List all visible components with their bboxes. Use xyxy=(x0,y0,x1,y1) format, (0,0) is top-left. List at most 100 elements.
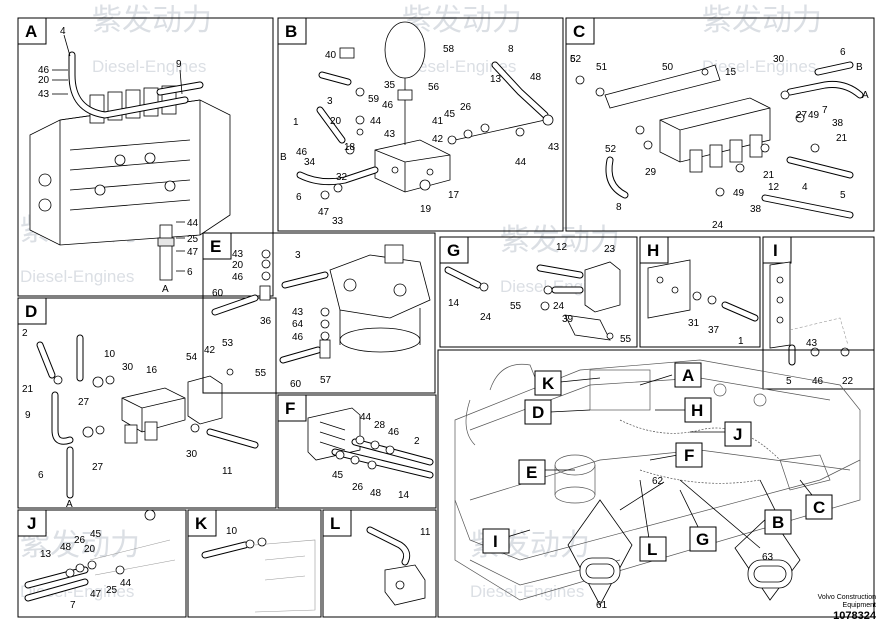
callout: 2 xyxy=(22,328,28,339)
callout: 30 xyxy=(122,362,134,373)
watermark-en: Diesel-Engines xyxy=(20,267,134,286)
panel-l: L 11 xyxy=(322,509,437,618)
callout: 46 xyxy=(382,100,394,111)
callout: 17 xyxy=(448,190,460,201)
callout: 20 xyxy=(38,75,50,86)
watermark-en: Diesel-Engines xyxy=(402,57,516,76)
pointer-a: A xyxy=(682,366,694,385)
callout: 46 xyxy=(812,376,824,387)
callout: 64 xyxy=(292,319,304,330)
panel-e-frame xyxy=(202,232,436,394)
panel-i: I 43 5 46 22 xyxy=(762,236,875,390)
mounting-bracket xyxy=(604,64,721,109)
pointer-j: J xyxy=(733,425,742,444)
junction-block xyxy=(584,261,621,313)
panel-b-letter-box xyxy=(277,17,307,45)
callout: 22 xyxy=(842,376,854,387)
callout: 45 xyxy=(332,470,344,481)
panel-b-letter: B xyxy=(285,22,297,41)
callout: 47 xyxy=(318,207,330,218)
callout: 24 xyxy=(712,220,724,231)
callout: 46 xyxy=(388,427,400,438)
arrow-label: A xyxy=(862,90,869,101)
callout: 23 xyxy=(604,244,616,255)
panel-l-letter: L xyxy=(330,514,340,533)
callout: 29 xyxy=(645,167,657,178)
callout: 21 xyxy=(22,384,34,395)
callout: 11 xyxy=(222,466,233,477)
callout: 47 xyxy=(187,247,199,258)
panel-i-frame xyxy=(762,236,875,390)
callout: 43 xyxy=(806,338,818,349)
pointer-i: I xyxy=(493,532,498,551)
overview-pointers: A K D H J E F B C I L G xyxy=(482,362,833,562)
callout: 38 xyxy=(832,118,844,129)
callout: 25 xyxy=(187,234,199,245)
callout: 56 xyxy=(428,82,440,93)
accumulator xyxy=(384,21,426,79)
panel-g-letter-box xyxy=(439,236,469,264)
callout: 49 xyxy=(733,188,745,199)
callout: 41 xyxy=(432,116,444,127)
callout: 8 xyxy=(508,44,514,55)
callout: 55 xyxy=(510,301,522,312)
overview-frame xyxy=(437,349,875,618)
watermark-en: Diesel-Engines xyxy=(20,582,134,601)
callout: 4 xyxy=(60,26,66,37)
callout: 3 xyxy=(295,250,301,261)
callout: 30 xyxy=(186,449,198,460)
manufacturer-line-1: Volvo Construction xyxy=(817,594,876,601)
panel-d-frame xyxy=(17,297,277,509)
overview-machine: A K D H J E F B C I L G 62 63 61 xyxy=(437,349,875,618)
callout: 7 xyxy=(70,600,76,611)
pipe-bracket xyxy=(769,261,791,349)
callout: 1 xyxy=(293,117,299,128)
callout: 24 xyxy=(480,312,492,323)
panel-d: D 2 10 54 42 53 16 30 21 55 9 27 30 27 6… xyxy=(17,297,277,510)
callout: 20 xyxy=(84,544,96,555)
panel-j-letter: J xyxy=(27,514,36,533)
callout: 10 xyxy=(226,526,238,537)
callout: 7 xyxy=(822,105,828,116)
panel-d-letter: D xyxy=(25,302,37,321)
callout: 26 xyxy=(74,535,86,546)
callout: 44 xyxy=(515,157,527,168)
valve-fitting xyxy=(384,564,426,606)
watermark-en: Diesel-Engines xyxy=(92,57,206,76)
callout: 31 xyxy=(688,318,700,329)
callout: 5 xyxy=(840,190,846,201)
panel-j: J 13 48 26 45 20 44 47 25 7 xyxy=(17,509,187,618)
pointer-d: D xyxy=(532,403,544,422)
panel-h: H 31 37 1 xyxy=(639,236,761,348)
callout: 46 xyxy=(296,147,308,158)
panel-l-frame xyxy=(322,509,437,618)
callout: 55 xyxy=(620,334,632,345)
panel-h-letter-box xyxy=(639,236,669,264)
callout: 44 xyxy=(360,412,372,423)
callout: 14 xyxy=(448,298,460,309)
callout: 21 xyxy=(836,133,848,144)
pointer-c: C xyxy=(813,498,825,517)
callout: 9 xyxy=(25,410,31,421)
callout: 2 xyxy=(414,436,420,447)
panel-f-letter-box xyxy=(277,394,307,422)
callout: 13 xyxy=(490,74,502,85)
callout: 42 xyxy=(432,134,444,145)
panel-k: K 10 xyxy=(187,509,322,618)
callout: 39 xyxy=(562,314,574,325)
callout: 42 xyxy=(204,345,216,356)
callout: 21 xyxy=(763,170,775,181)
callout: 38 xyxy=(750,204,762,215)
pointer-g: G xyxy=(696,530,709,549)
callout: 16 xyxy=(146,365,158,376)
watermark-cn: 紫发动力 xyxy=(702,4,822,37)
panel-l-letter-box xyxy=(322,509,352,537)
callout: 33 xyxy=(332,216,344,227)
callout: 48 xyxy=(530,72,542,83)
callout: 44 xyxy=(187,218,199,229)
panel-j-letter-box xyxy=(17,509,47,537)
callout: 6 xyxy=(187,267,193,278)
watermark-cn: 紫发动力 xyxy=(500,224,620,257)
callout: 58 xyxy=(443,44,455,55)
callout: 44 xyxy=(370,116,382,127)
